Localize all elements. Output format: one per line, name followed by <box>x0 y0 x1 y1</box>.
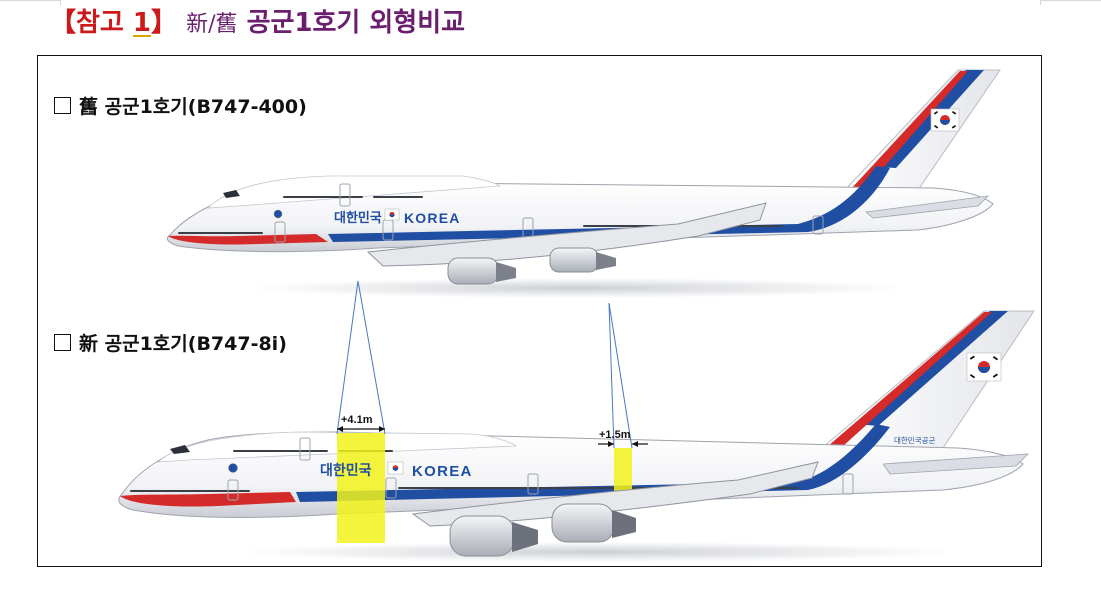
old-tail-flag-icon <box>930 108 960 132</box>
rear-extension-label: +1.5m <box>599 429 631 441</box>
guide-lines <box>336 280 633 449</box>
front-guide-left <box>336 280 359 435</box>
front-guide-right <box>357 280 386 435</box>
rear-extension-highlight <box>614 448 632 494</box>
new-tail-text: 대한민국공군 <box>894 435 935 445</box>
new-stabilizer <box>882 453 1030 475</box>
front-extension-highlight <box>337 433 385 543</box>
front-extension-dimension: +4.1m <box>337 414 385 432</box>
old-plane-label: 舊 공군1호기(B747-400) <box>54 92 307 119</box>
new-nose-red-stripe <box>120 492 296 507</box>
old-nose-red-stripe <box>168 234 328 245</box>
old-stabilizer <box>865 195 990 219</box>
new-plane-label: 新 공군1호기(B747-8i) <box>54 329 287 356</box>
rear-guide-right <box>608 302 633 449</box>
old-livery-english: KOREA <box>404 210 461 226</box>
new-livery-flag-icon <box>387 461 404 475</box>
reference-tag: 【참고 1】 <box>50 8 178 38</box>
title-text: 공군1호기 외형비교 <box>246 8 466 38</box>
old-livery-flag-icon <box>384 208 400 221</box>
new-tail-red-stripe <box>828 312 992 446</box>
page-corner-mark-left <box>0 0 61 5</box>
new-engines <box>449 503 636 557</box>
new-tail-flag-icon <box>966 352 1002 382</box>
old-plane-shadow <box>248 278 908 298</box>
checkbox-square-icon <box>54 334 71 351</box>
new-livery-english: KOREA <box>412 463 473 480</box>
aircraft-illustration: 대한민국 KOREA <box>118 69 1035 562</box>
new-doors <box>227 437 854 501</box>
front-extension-label: +4.1m <box>341 414 373 426</box>
old-doors <box>274 183 824 243</box>
rear-guide-left <box>608 302 615 449</box>
comparison-figure: 대한민국 KOREA <box>37 55 1042 567</box>
page-corner-mark-right <box>1040 0 1101 5</box>
old-tail-red-stripe <box>850 71 968 190</box>
new-wing <box>411 461 819 527</box>
checkbox-square-icon <box>54 97 71 114</box>
old-blue-cheatline <box>328 166 890 242</box>
new-livery-korean: 대한민국 <box>320 462 372 478</box>
rear-extension-dimension: +1.5m <box>598 429 648 447</box>
old-livery-korean: 대한민국 <box>334 210 382 225</box>
old-emblem-icon <box>273 209 283 219</box>
new-plane-drawing: 대한민국공군 <box>118 310 1035 562</box>
new-cockpit-window <box>170 445 190 454</box>
old-engines <box>447 247 616 285</box>
old-cockpit-window <box>223 190 240 198</box>
new-plane-shadow <box>238 542 958 562</box>
page-title: 【참고 1】 新/舊 공군1호기 외형비교 <box>50 6 465 40</box>
title-hanja: 新/舊 <box>186 12 238 37</box>
new-emblem-icon <box>228 463 238 473</box>
old-plane-drawing: 대한민국 KOREA <box>166 69 1001 298</box>
